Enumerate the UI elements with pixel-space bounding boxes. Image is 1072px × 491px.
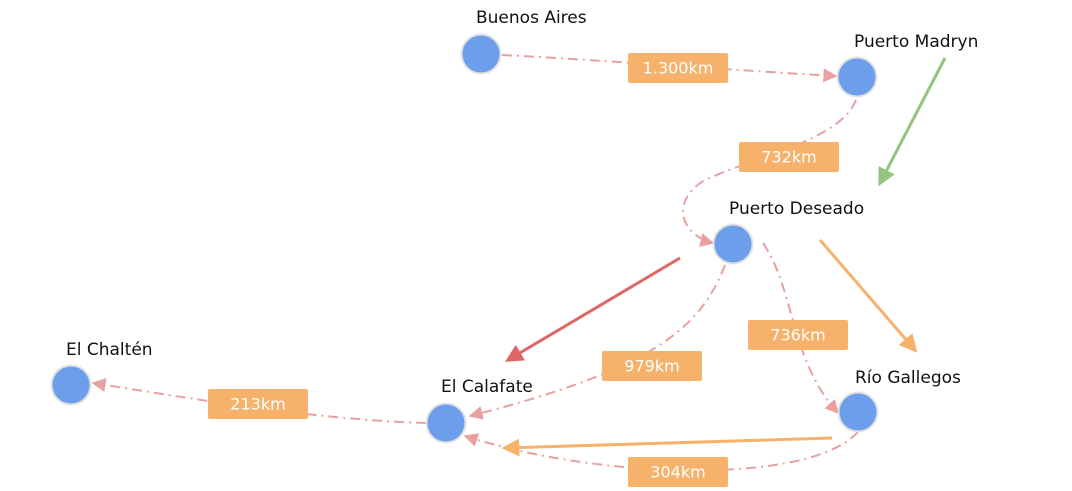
arrow-green: [878, 57, 947, 187]
node-label: El Chaltén: [66, 340, 153, 360]
node-el-calafate[interactable]: El Calafate: [425, 377, 533, 444]
edge-label-text: 979km: [624, 357, 679, 376]
arrow-orange-to-el-calafate: [501, 436, 833, 457]
node-el-chalten[interactable]: El Chaltén: [50, 340, 153, 406]
route-edges: [91, 54, 859, 472]
edge-label-text: 304km: [650, 463, 705, 482]
node-puerto-deseado[interactable]: Puerto Deseado: [712, 199, 865, 265]
edge-label-puerto-deseado-el-calafate: 979km: [602, 351, 702, 381]
node-label: Buenos Aires: [476, 8, 587, 28]
node-label: El Calafate: [441, 377, 533, 397]
edge-el-calafate-el-chalten: [91, 378, 427, 424]
node-label: Puerto Deseado: [729, 199, 864, 219]
node-rio-gallegos[interactable]: Río Gallegos: [837, 368, 962, 433]
node-buenos-aires[interactable]: Buenos Aires: [460, 8, 587, 75]
edge-label-el-calafate-el-chalten: 213km: [208, 389, 308, 419]
direction-arrows: [501, 57, 947, 457]
edge-buenos-aires-puerto-madryn: [501, 54, 838, 83]
edge-label-text: 736km: [770, 326, 825, 345]
edge-puerto-deseado-el-calafate: [468, 264, 726, 420]
edge-label-buenos-aires-puerto-madryn: 1.300km: [628, 53, 728, 83]
edge-label-text: 1.300km: [643, 59, 714, 78]
node-puerto-madryn[interactable]: Puerto Madryn: [836, 32, 979, 98]
edge-label-puerto-deseado-rio-gallegos: 736km: [748, 320, 848, 350]
edge-label-puerto-madryn-puerto-deseado: 732km: [739, 142, 839, 172]
edge-label-rio-gallegos-el-calafate: 304km: [628, 457, 728, 487]
city-nodes: Buenos Aires Puerto Madryn Puerto Desead…: [50, 8, 979, 444]
edge-label-text: 732km: [761, 148, 816, 167]
edge-puerto-madryn-puerto-deseado: [682, 99, 857, 247]
node-label: Río Gallegos: [855, 368, 961, 388]
node-label: Puerto Madryn: [854, 32, 978, 52]
edge-label-text: 213km: [230, 395, 285, 414]
arrow-red: [504, 256, 681, 362]
distance-labels: 1.300km 732km 736km 979km 304km 213km: [208, 53, 848, 487]
arrow-orange-to-rio-gallegos: [818, 239, 918, 353]
